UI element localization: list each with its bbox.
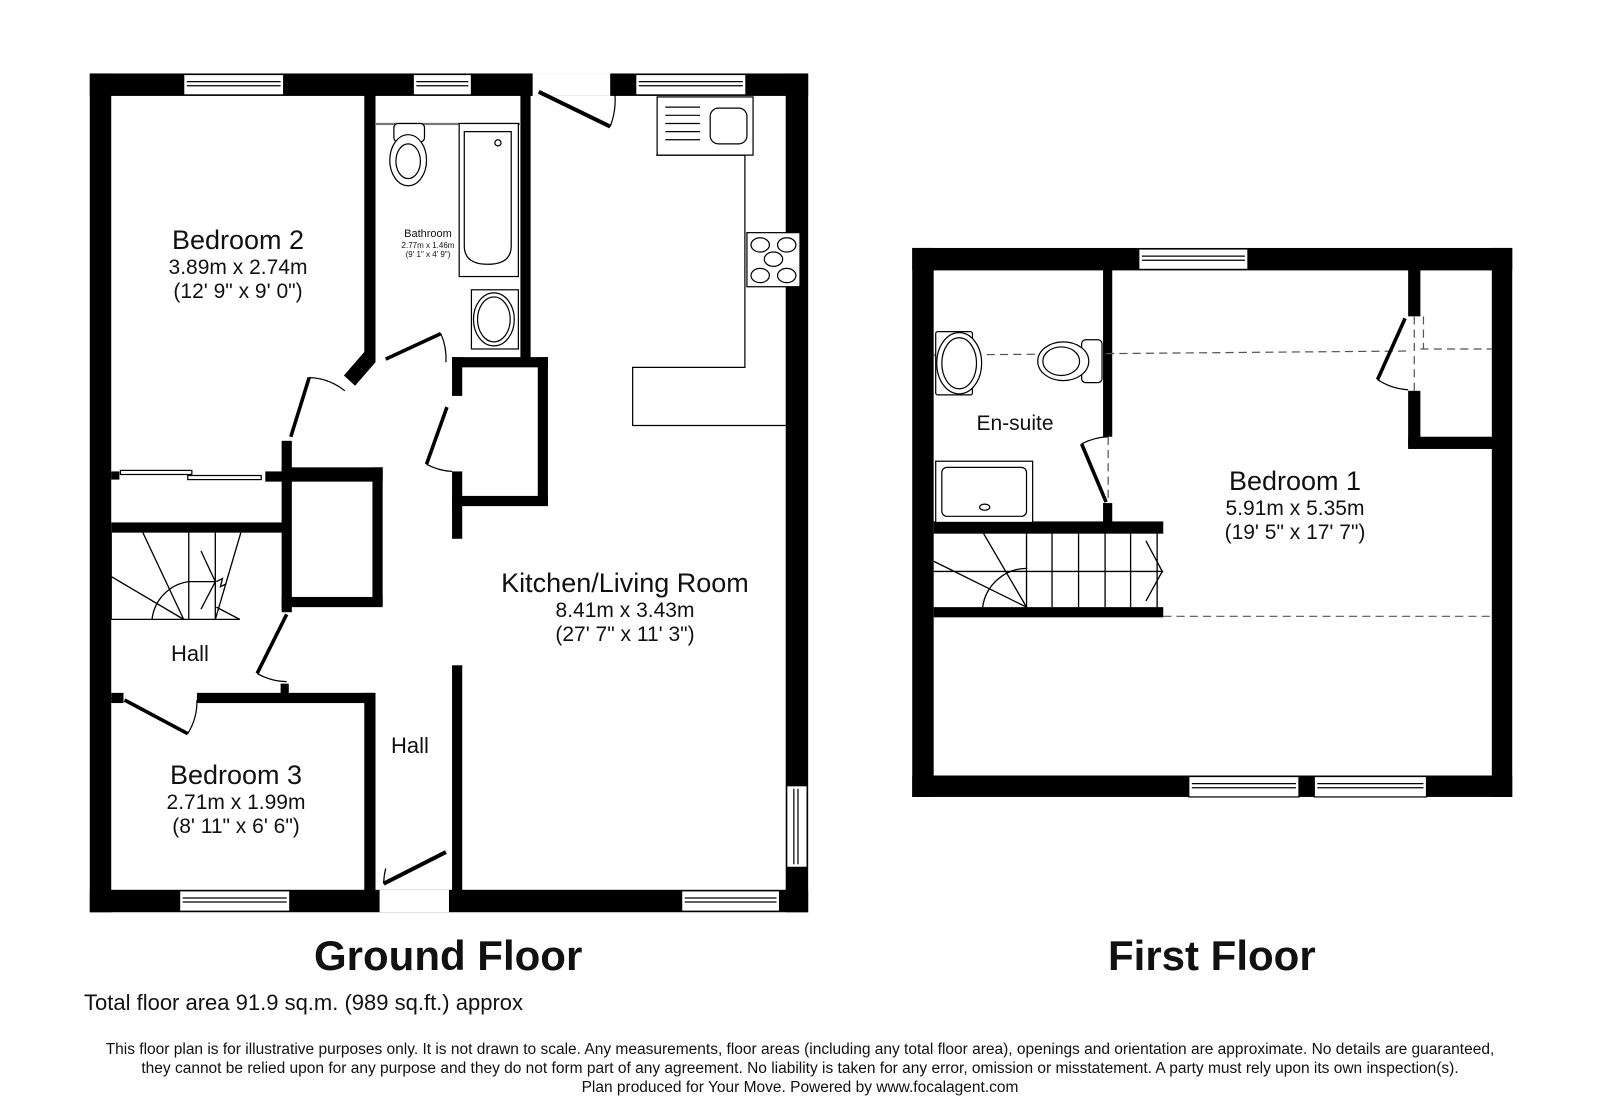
disclaimer-line-1: This floor plan is for illustrative purp… (105, 1041, 1495, 1058)
disclaimer: This floor plan is for illustrative purp… (0, 1040, 1600, 1097)
room-label-kitchen-living-room: Kitchen/Living Room 8.41m x 3.43m (27' 7… (470, 568, 780, 647)
room-dimensions-imperial: (19' 5" x 17' 7") (1224, 521, 1366, 545)
ground-floor-doors (123, 73, 616, 913)
first-floor-title: First Floor (1108, 932, 1316, 979)
ground-floor-title: Ground Floor (314, 932, 583, 979)
ensuite-fixtures (935, 331, 1103, 524)
room-name: Bedroom 2 (171, 225, 305, 255)
room-dimensions-metric: 2.71m x 1.99m (166, 791, 306, 815)
room-label-bedroom-2: Bedroom 2 3.89m x 2.74m (12' 9" x 9' 0") (128, 225, 348, 304)
room-dimensions-metric: 8.41m x 3.43m (555, 599, 695, 623)
room-dimensions-metric: 2.77m x 1.46m (401, 240, 455, 250)
ground-floor-stairs (110, 532, 242, 621)
first-floor-doors (1079, 317, 1409, 503)
room-dimensions-imperial: (9' 1" x 4' 9") (405, 249, 451, 259)
first-floor-plan (912, 247, 1513, 798)
disclaimer-line-2: they cannot be relied upon for any purpo… (141, 1060, 1459, 1077)
room-label-en-suite: En-suite (976, 412, 1054, 435)
room-label-bedroom-3: Bedroom 3 2.71m x 1.99m (8' 11" x 6' 6") (126, 760, 346, 839)
room-label-bedroom-1: Bedroom 1 5.91m x 5.35m (19' 5" x 17' 7"… (1170, 466, 1420, 545)
room-name: Bedroom 3 (169, 760, 303, 790)
ground-floor-windows (119, 73, 808, 912)
ground-floor-plan (89, 73, 809, 913)
room-dimensions-imperial: (12' 9" x 9' 0") (173, 280, 303, 304)
room-label-bathroom: Bathroom 2.77m x 1.46m (9' 1" x 4' 9") (388, 228, 468, 259)
kitchen-fittings (632, 96, 801, 427)
first-floor-dashed-lines (933, 316, 1492, 617)
room-dimensions-metric: 3.89m x 2.74m (168, 256, 308, 280)
room-dimensions-imperial: (27' 7" x 11' 3") (555, 623, 695, 647)
total-floor-area: Total floor area 91.9 sq.m. (989 sq.ft.)… (84, 990, 524, 1015)
room-name: Bedroom 1 (1228, 466, 1362, 496)
room-label-hall-lower: Hall (391, 733, 429, 758)
room-label-hall-upper: Hall (171, 641, 209, 666)
first-floor-windows (1138, 248, 1428, 798)
room-name: Bathroom (404, 228, 452, 240)
first-floor-stairs (933, 533, 1164, 608)
first-floor-walls (912, 247, 1513, 797)
disclaimer-credit: Plan produced for Your Move. Powered by … (581, 1079, 1019, 1096)
room-name: Kitchen/Living Room (501, 568, 749, 598)
room-dimensions-imperial: (8' 11" x 6' 6") (172, 815, 300, 839)
bathroom-fixtures (374, 122, 522, 350)
room-dimensions-metric: 5.91m x 5.35m (1225, 497, 1365, 521)
